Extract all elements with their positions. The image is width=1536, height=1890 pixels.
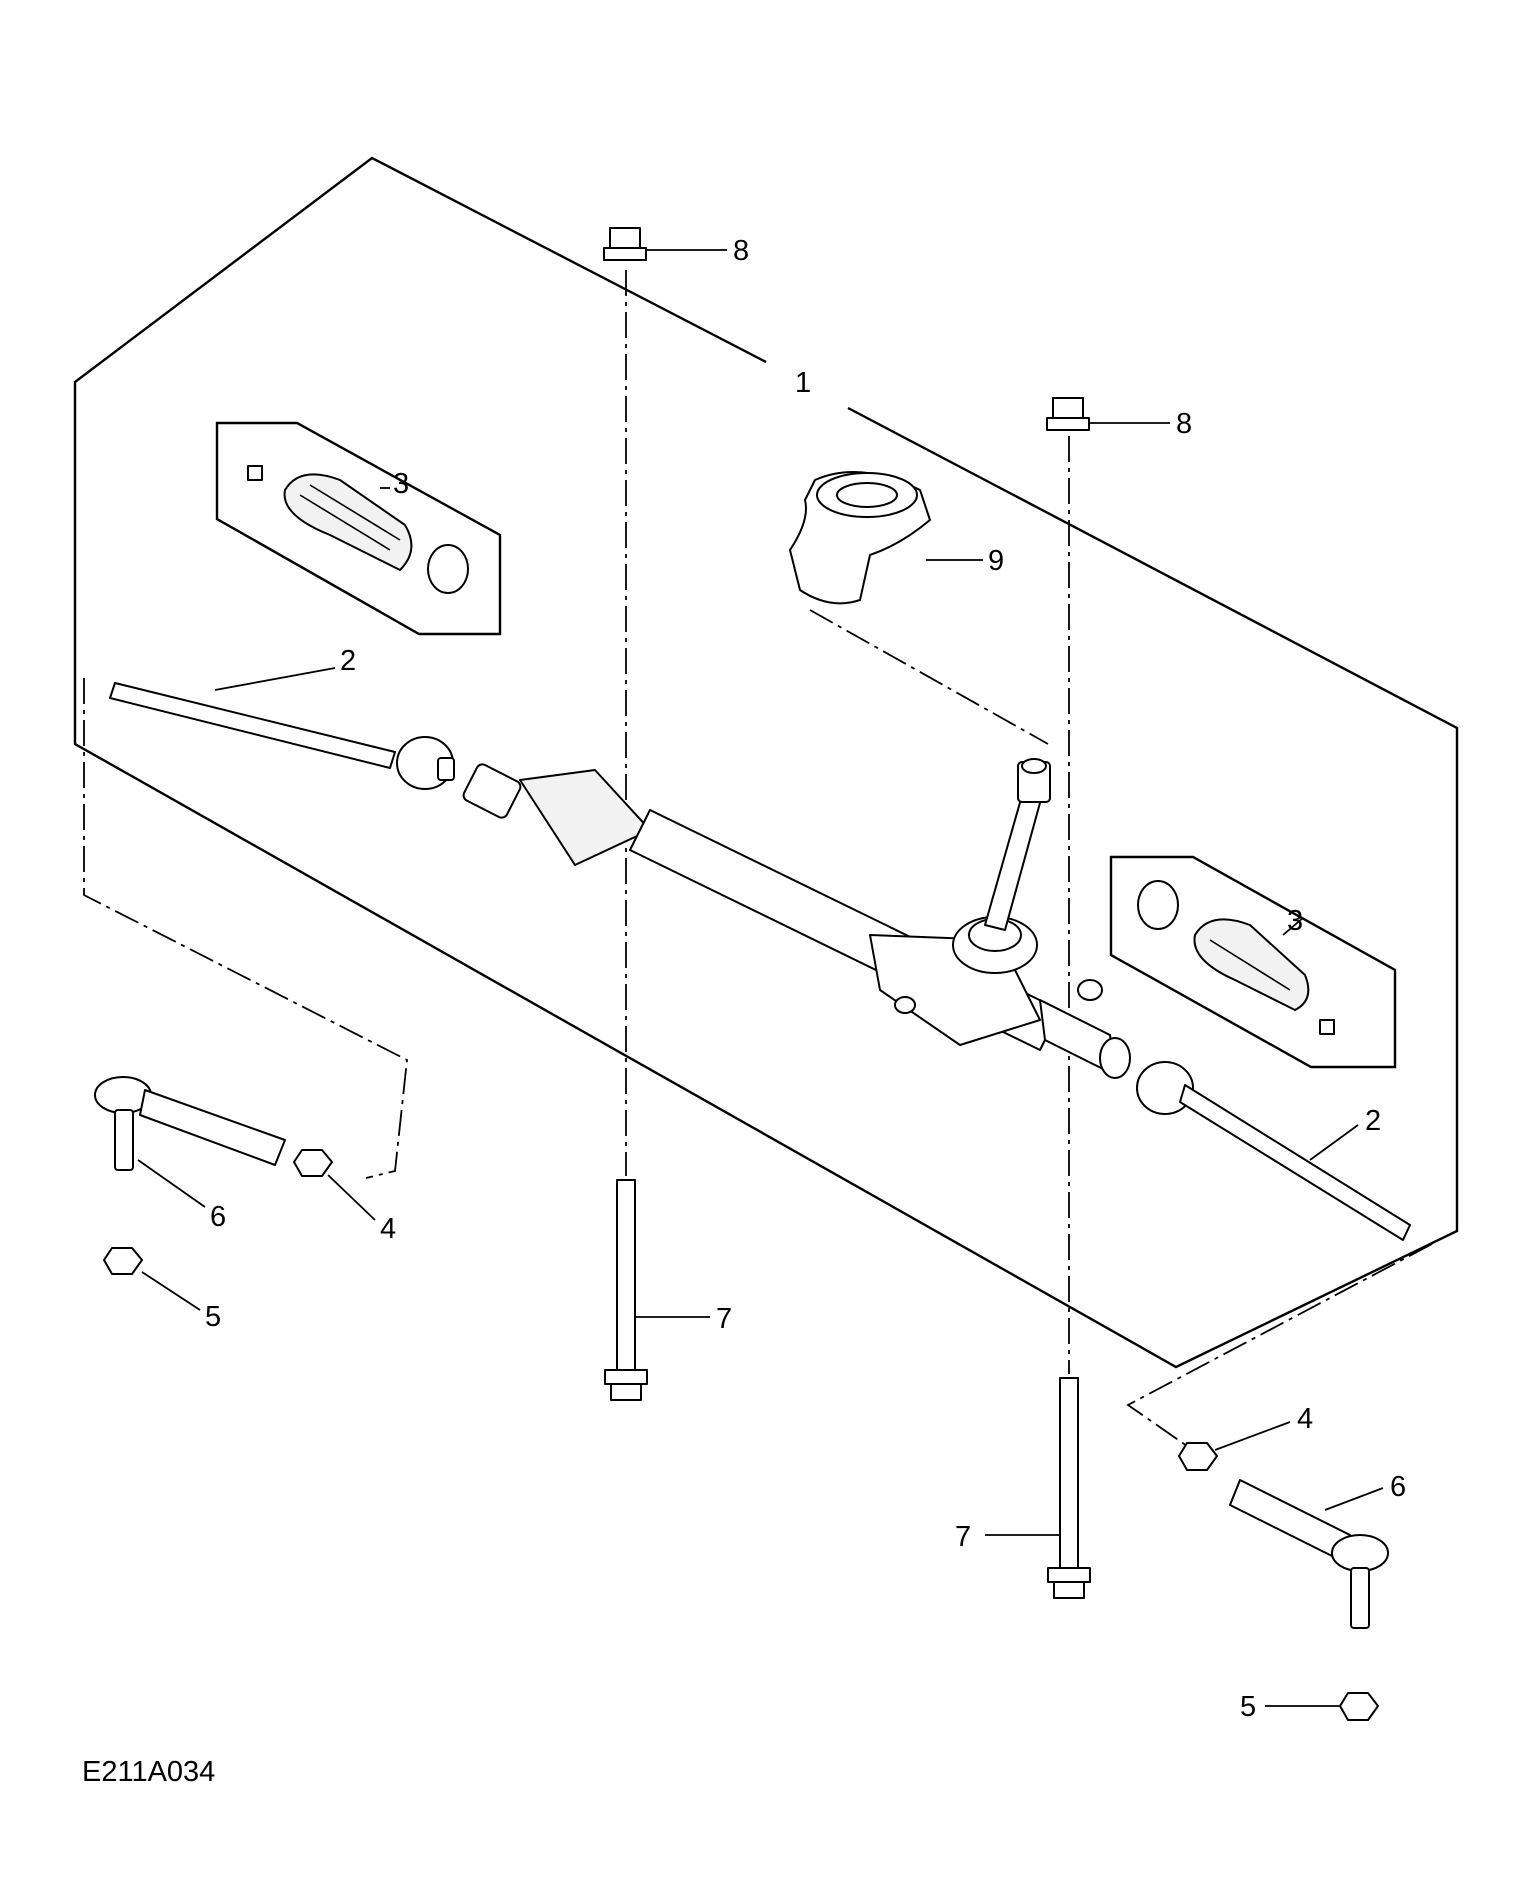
callout-5-right: 5 [1240,1691,1256,1723]
steering-rack [462,758,1131,1079]
item4-nut-right [1178,1442,1218,1471]
boot-kit-inset-left [215,421,502,636]
item3-boot-right [1137,880,1335,1035]
callout-4-right: 4 [1297,1403,1313,1435]
callout-4-left: 4 [380,1213,396,1245]
item6-tie-rod-end-left [94,1076,286,1171]
callout-8-right: 8 [1176,408,1192,440]
callout-3-right: 3 [1287,905,1303,937]
item7-bolt-right [1047,1377,1091,1599]
callout-6-left: 6 [210,1201,226,1233]
leader-lines [137,249,1384,1707]
item2-tie-rod-right [1136,1061,1411,1241]
callout-7-right: 7 [955,1521,971,1553]
callout-8-left: 8 [733,235,749,267]
item2-tie-rod-left [109,682,455,790]
alignment-lines [83,270,1433,1456]
item5-nut-left [103,1247,143,1275]
callout-7-left: 7 [716,1303,732,1335]
boot-kit-inset-right [1109,855,1397,1069]
item9-grommet [789,471,931,605]
item8-nut-top-right [1046,397,1090,431]
figure-code: E211A034 [82,1756,216,1788]
callout-3-left: 3 [393,468,409,500]
item4-nut-left [293,1149,333,1177]
callout-2-right: 2 [1365,1105,1381,1137]
item3-boot-left [247,465,469,594]
callout-5-left: 5 [205,1301,221,1333]
callout-6-right: 6 [1390,1471,1406,1503]
callout-1: 1 [795,367,811,399]
callout-labels: 1 2 2 3 3 4 4 5 5 6 6 7 7 8 8 9 [205,235,1406,1723]
assembly-boundary [73,156,1459,1369]
item8-nut-top-left [603,227,647,261]
item7-bolt-left [604,1179,648,1401]
callout-9: 9 [988,545,1004,577]
callout-2-left: 2 [340,645,356,677]
item6-tie-rod-end-right [1229,1479,1389,1629]
item5-nut-right [1339,1692,1379,1721]
